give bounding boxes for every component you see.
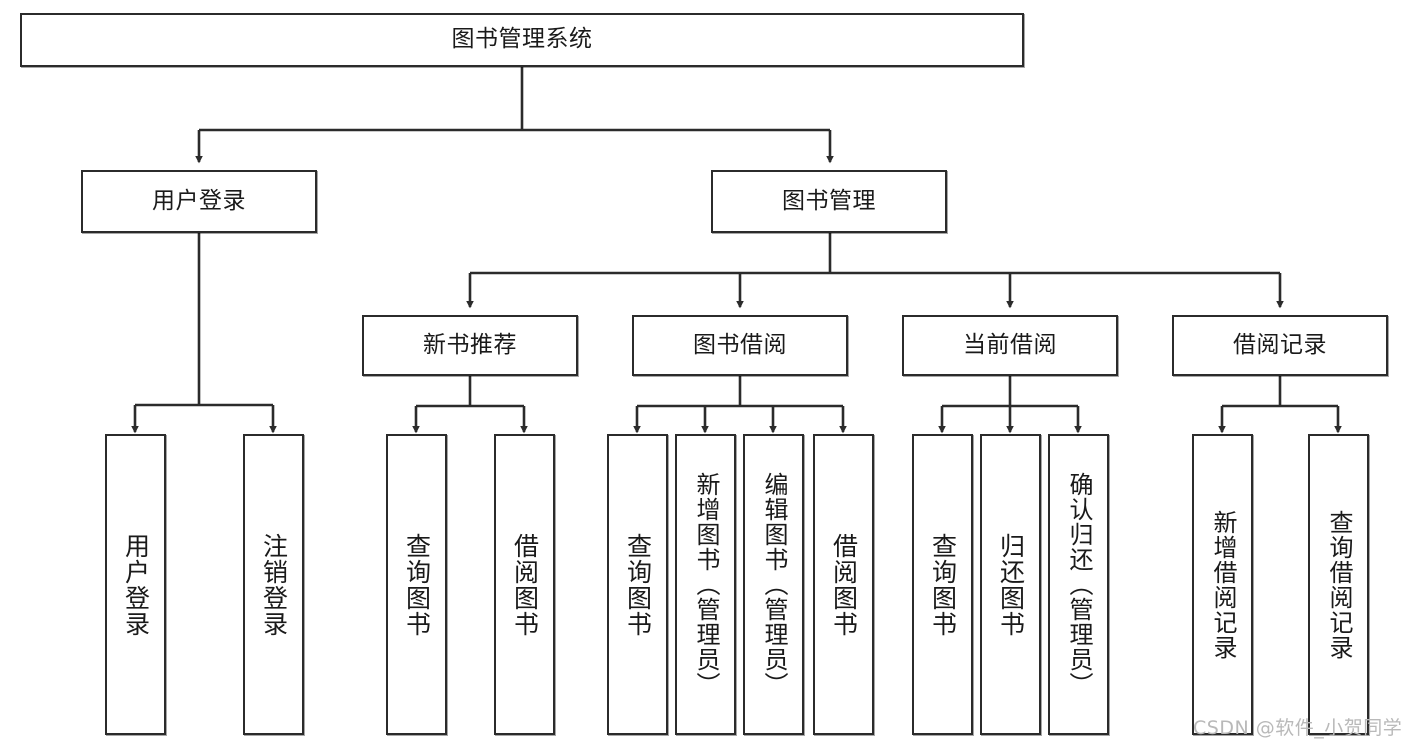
node-label: 新增图书（管理员） (691, 472, 720, 697)
node-book-borrow[interactable]: 图书借阅 (632, 315, 848, 376)
node-label: 确认归还（管理员） (1064, 472, 1093, 697)
node-label: 查询借阅记录 (1324, 509, 1353, 660)
node-leaf-query-book-borrow[interactable]: 查询图书 (607, 434, 668, 735)
node-label: 查询图书 (402, 532, 432, 637)
node-label: 查询图书 (623, 532, 653, 637)
node-leaf-query-borrow-record[interactable]: 查询借阅记录 (1308, 434, 1369, 735)
node-leaf-confirm-return[interactable]: 确认归还（管理员） (1048, 434, 1109, 735)
node-label: 新书推荐 (423, 331, 517, 358)
node-new-book-recommend[interactable]: 新书推荐 (362, 315, 578, 376)
node-leaf-borrow-book-recommend[interactable]: 借阅图书 (494, 434, 555, 735)
node-borrow-record[interactable]: 借阅记录 (1172, 315, 1388, 376)
node-label: 图书管理系统 (451, 26, 593, 53)
node-leaf-edit-book[interactable]: 编辑图书（管理员） (743, 434, 804, 735)
node-leaf-return-book[interactable]: 归还图书 (980, 434, 1041, 735)
node-label: 用户登录 (152, 187, 246, 214)
node-leaf-user-logout[interactable]: 注销登录 (243, 434, 304, 735)
node-label: 新增借阅记录 (1208, 509, 1237, 660)
node-user-login[interactable]: 用户登录 (81, 170, 317, 233)
node-label: 归还图书 (996, 532, 1026, 637)
node-leaf-query-book-current[interactable]: 查询图书 (912, 434, 973, 735)
node-leaf-borrow-book[interactable]: 借阅图书 (813, 434, 874, 735)
node-leaf-add-borrow-record[interactable]: 新增借阅记录 (1192, 434, 1253, 735)
node-leaf-user-login[interactable]: 用户登录 (105, 434, 166, 735)
node-label: 借阅图书 (510, 532, 540, 637)
node-leaf-add-book[interactable]: 新增图书（管理员） (675, 434, 736, 735)
node-label: 编辑图书（管理员） (759, 472, 788, 697)
node-root-system[interactable]: 图书管理系统 (20, 13, 1024, 67)
node-label: 借阅记录 (1233, 331, 1327, 358)
node-book-manage[interactable]: 图书管理 (711, 170, 947, 233)
node-current-borrow[interactable]: 当前借阅 (902, 315, 1118, 376)
node-label: 图书借阅 (693, 331, 787, 358)
node-label: 查询图书 (928, 532, 958, 637)
node-label: 当前借阅 (963, 331, 1057, 358)
node-label: 注销登录 (259, 532, 289, 637)
node-label: 图书管理 (782, 187, 876, 214)
node-label: 借阅图书 (829, 532, 859, 637)
node-leaf-query-book-recommend[interactable]: 查询图书 (386, 434, 447, 735)
node-label: 用户登录 (121, 532, 151, 637)
